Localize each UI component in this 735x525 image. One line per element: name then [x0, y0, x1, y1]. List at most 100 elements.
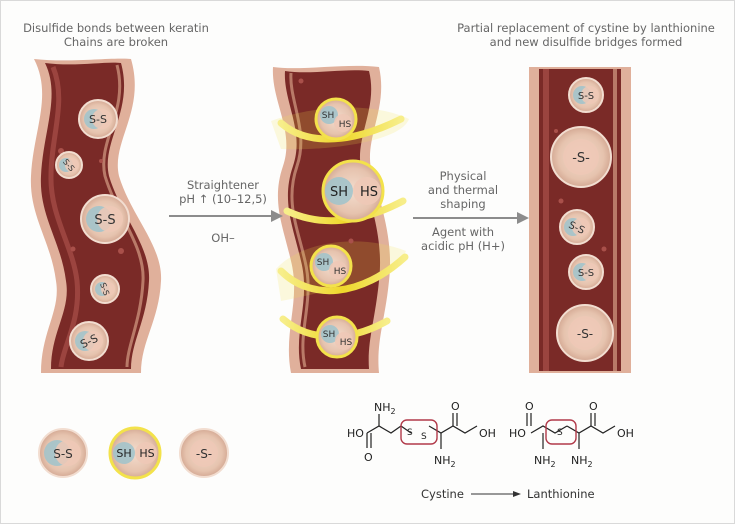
- fiber1-highlight: [48, 66, 81, 368]
- step-straightener-line1: Straightener: [186, 178, 260, 192]
- bond-ss: S-S: [568, 254, 604, 290]
- fiber1-dot: [99, 159, 103, 163]
- bond-label-hs: HS: [360, 185, 378, 200]
- cystine-ss-bracket: [400, 419, 438, 445]
- bond-label-hs: HS: [339, 120, 352, 130]
- arrow-straightener: [169, 210, 283, 222]
- caption-lanthionine: Partial replacement of cystine by lanthi…: [441, 21, 731, 49]
- bond-label: S-S: [578, 268, 594, 279]
- cystine-o-top: O: [451, 400, 460, 413]
- lanthionine-o-left: O: [525, 400, 534, 413]
- lanthionine-nh-text: NH: [571, 454, 588, 467]
- bond-label: S-S: [89, 113, 107, 126]
- cystine-chain-right: [428, 425, 478, 434]
- cystine-name: Cystine: [421, 487, 464, 501]
- fiber-reduced: [271, 65, 409, 373]
- lanthionine-s: S: [557, 428, 563, 438]
- bond-sh-hs: SH HS: [315, 315, 359, 359]
- lanthionine-chain-left: [530, 425, 568, 434]
- lanthionine-oh: OH: [617, 427, 634, 440]
- bond-ss: S-S: [69, 321, 109, 361]
- cystine-structure: [366, 413, 478, 449]
- step-shaping-line3: shaping: [440, 197, 486, 211]
- legend-label-sh: SH: [116, 447, 131, 460]
- step-acid-agent-label: Agent with acidic pH (H+): [413, 225, 513, 253]
- bond-ss: S-S: [559, 209, 595, 245]
- lanthionine-ho: HO: [509, 427, 526, 440]
- step-shaping-label: Physical and thermal shaping: [413, 169, 513, 211]
- cystine-o-bottom: O: [364, 451, 373, 464]
- arrow-shaping: [413, 212, 529, 224]
- bond-label-sh: SH: [323, 330, 335, 340]
- step-shaping-line2: and thermal: [427, 183, 499, 197]
- caption-lanthionine-line1: Partial replacement of cystine by lanthi…: [457, 21, 715, 35]
- lanthionine-nh2-left: NH2: [534, 454, 556, 469]
- legend-label-hs: HS: [139, 447, 154, 460]
- fiber3-dot: [558, 198, 564, 204]
- legend-label: S-S: [53, 447, 73, 461]
- legend-label: -S-: [196, 447, 212, 461]
- fiber2-dot: [348, 238, 354, 244]
- lanthionine-s-bracket: [545, 419, 577, 445]
- caption-broken-bonds-line2: Chains are broken: [63, 35, 169, 49]
- lanthionine-labels: HO O S O OH NH2 NH2: [509, 400, 634, 469]
- step-acid-line1: Agent with: [431, 225, 495, 239]
- lanthionine-nh-text: NH: [534, 454, 551, 467]
- lanthionine-nh2-right: NH2: [571, 454, 593, 469]
- bond-label-sh: SH: [317, 258, 329, 268]
- step-shaping-line1: Physical: [439, 169, 487, 183]
- cystine-nh2-top: NH2: [374, 401, 396, 416]
- fiber1-dot: [118, 248, 124, 254]
- fiber3-dot: [601, 246, 607, 252]
- cystine-nh2-bottom: NH2: [434, 454, 456, 469]
- agent-ribbon: [277, 253, 409, 295]
- bond-lanthionine: -S-: [556, 304, 614, 362]
- cystine-nh-text: NH: [374, 401, 391, 414]
- arrow-conversion: [471, 491, 521, 497]
- cystine-labels: HO NH2 O S S O OH NH2: [347, 400, 496, 469]
- lanthionine-name: Lanthionine: [527, 487, 595, 501]
- fiber3-edge-left: [543, 69, 549, 371]
- fiber2-dot: [298, 78, 304, 84]
- cystine-chain-left: [366, 425, 412, 434]
- bond-ss: S-S: [568, 77, 604, 113]
- bond-ss-broken: S-S: [55, 151, 83, 179]
- step-straightener-label: Straightener pH ↑ (10–12,5): [173, 178, 273, 206]
- cystine-s1: S: [407, 428, 413, 438]
- step-straightener-line2: pH ↑ (10–12,5): [179, 192, 267, 206]
- bond-ss-small: S-S: [90, 274, 120, 304]
- caption-broken-bonds: Disulfide bonds between keratin Chains a…: [16, 21, 216, 49]
- caption-broken-bonds-line1: Disulfide bonds between keratin: [23, 21, 209, 35]
- bond-label: -S-: [572, 151, 590, 166]
- fiber1-dot: [58, 148, 64, 154]
- lanthionine-chain-right: [566, 425, 616, 434]
- legend-lanthionine: -S-: [179, 428, 229, 478]
- agent-ribbon: [277, 115, 405, 143]
- cystine-s2: S: [421, 432, 427, 442]
- lanthionine-structure: [526, 413, 616, 449]
- bond-sh-hs: SH HS: [309, 244, 353, 288]
- bond-label: -S-: [577, 327, 593, 341]
- legend-sh-hs: SH HS: [108, 426, 162, 480]
- bond-label: S-S: [98, 282, 111, 297]
- fiber1-dot: [70, 246, 76, 252]
- bond-lanthionine: -S-: [550, 126, 612, 188]
- bond-label-hs: HS: [334, 267, 347, 277]
- lanthionine-sub2: 2: [588, 460, 593, 469]
- cystine-nh-text: NH: [434, 454, 451, 467]
- step-acid-line2: acidic pH (H+): [421, 239, 505, 253]
- bond-label: S-S: [578, 91, 594, 102]
- fiber3-edge-right: [613, 69, 617, 371]
- caption-lanthionine-line2: and new disulfide bridges formed: [489, 35, 683, 49]
- fiber3-dot: [554, 129, 558, 133]
- lanthionine-o-right: O: [589, 400, 598, 413]
- bond-label: S-S: [94, 213, 115, 228]
- bond-sh-hs-large: SH HS: [321, 159, 385, 223]
- step-straightener-oh: OH–: [211, 231, 235, 245]
- legend-ss: S-S: [38, 428, 88, 478]
- bond-label-sh: SH: [330, 185, 348, 200]
- cystine-sub2: 2: [451, 460, 456, 469]
- bond-label-sh: SH: [322, 111, 334, 121]
